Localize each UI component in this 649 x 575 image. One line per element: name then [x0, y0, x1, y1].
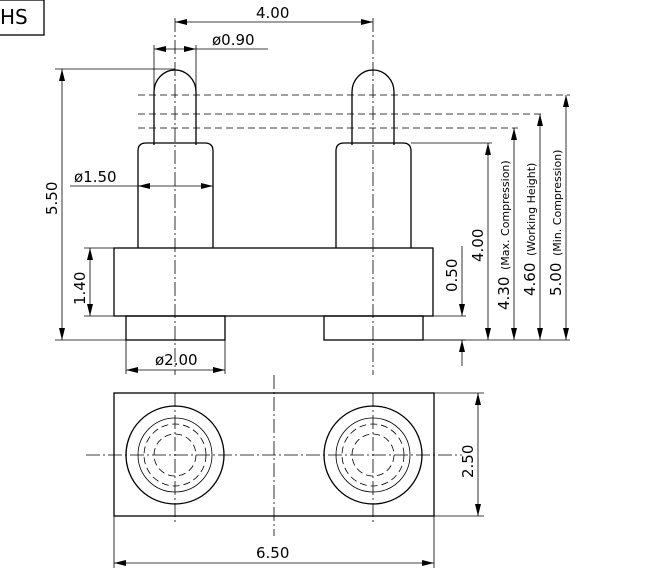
stroke-dimension: 0.50	[423, 246, 466, 366]
left-base-pin	[125, 315, 226, 341]
pitch-label: 4.00	[256, 4, 289, 22]
tip-diameter-dimension: ø0.90	[153, 31, 268, 90]
width-label: 6.50	[256, 544, 289, 562]
title-tag: HS	[0, 5, 28, 29]
width-dimension: 6.50	[113, 516, 435, 568]
body-height-dimension: 1.40	[71, 247, 126, 317]
body-height-label: 1.40	[71, 272, 89, 305]
max-compression-dimension: 4.30 (Max. Compression)	[495, 128, 517, 340]
total-height-label: 5.50	[43, 182, 61, 215]
left-barrel	[137, 142, 214, 248]
top-view	[86, 375, 462, 536]
min-compression-note: (Min. Compression)	[551, 150, 564, 256]
base-diameter-label: ø2.00	[155, 351, 198, 369]
working-height-value: 4.60	[521, 263, 539, 296]
insulator-body	[113, 247, 434, 317]
max-compression-note: (Max. Compression)	[499, 160, 512, 270]
depth-dimension: 2.50	[434, 392, 484, 517]
right-base-pin	[323, 315, 424, 341]
stroke-label: 0.50	[443, 259, 461, 292]
barrel-height-dimension: 4.00	[411, 142, 570, 341]
barrel-diameter-dimension: ø1.50	[70, 168, 213, 189]
min-compression-dimension: 5.00 (Min. Compression)	[547, 95, 569, 340]
depth-label: 2.50	[459, 445, 477, 478]
base-diameter-dimension: ø2.00	[125, 340, 226, 374]
min-compression-value: 5.00	[547, 263, 565, 296]
working-height-note: (Working Height)	[525, 163, 538, 256]
front-view	[113, 18, 570, 375]
title-tag-box	[0, 0, 45, 36]
right-barrel	[335, 142, 412, 248]
working-height-dimension: 4.60 (Working Height)	[521, 114, 543, 340]
barrel-diameter-label: ø1.50	[74, 168, 117, 186]
total-height-dimension: 5.50	[43, 68, 175, 341]
max-compression-value: 4.30	[495, 277, 513, 310]
tip-diameter-label: ø0.90	[212, 31, 255, 49]
barrel-height-label: 4.00	[469, 229, 487, 262]
pitch-dimension: 4.00	[175, 4, 373, 25]
